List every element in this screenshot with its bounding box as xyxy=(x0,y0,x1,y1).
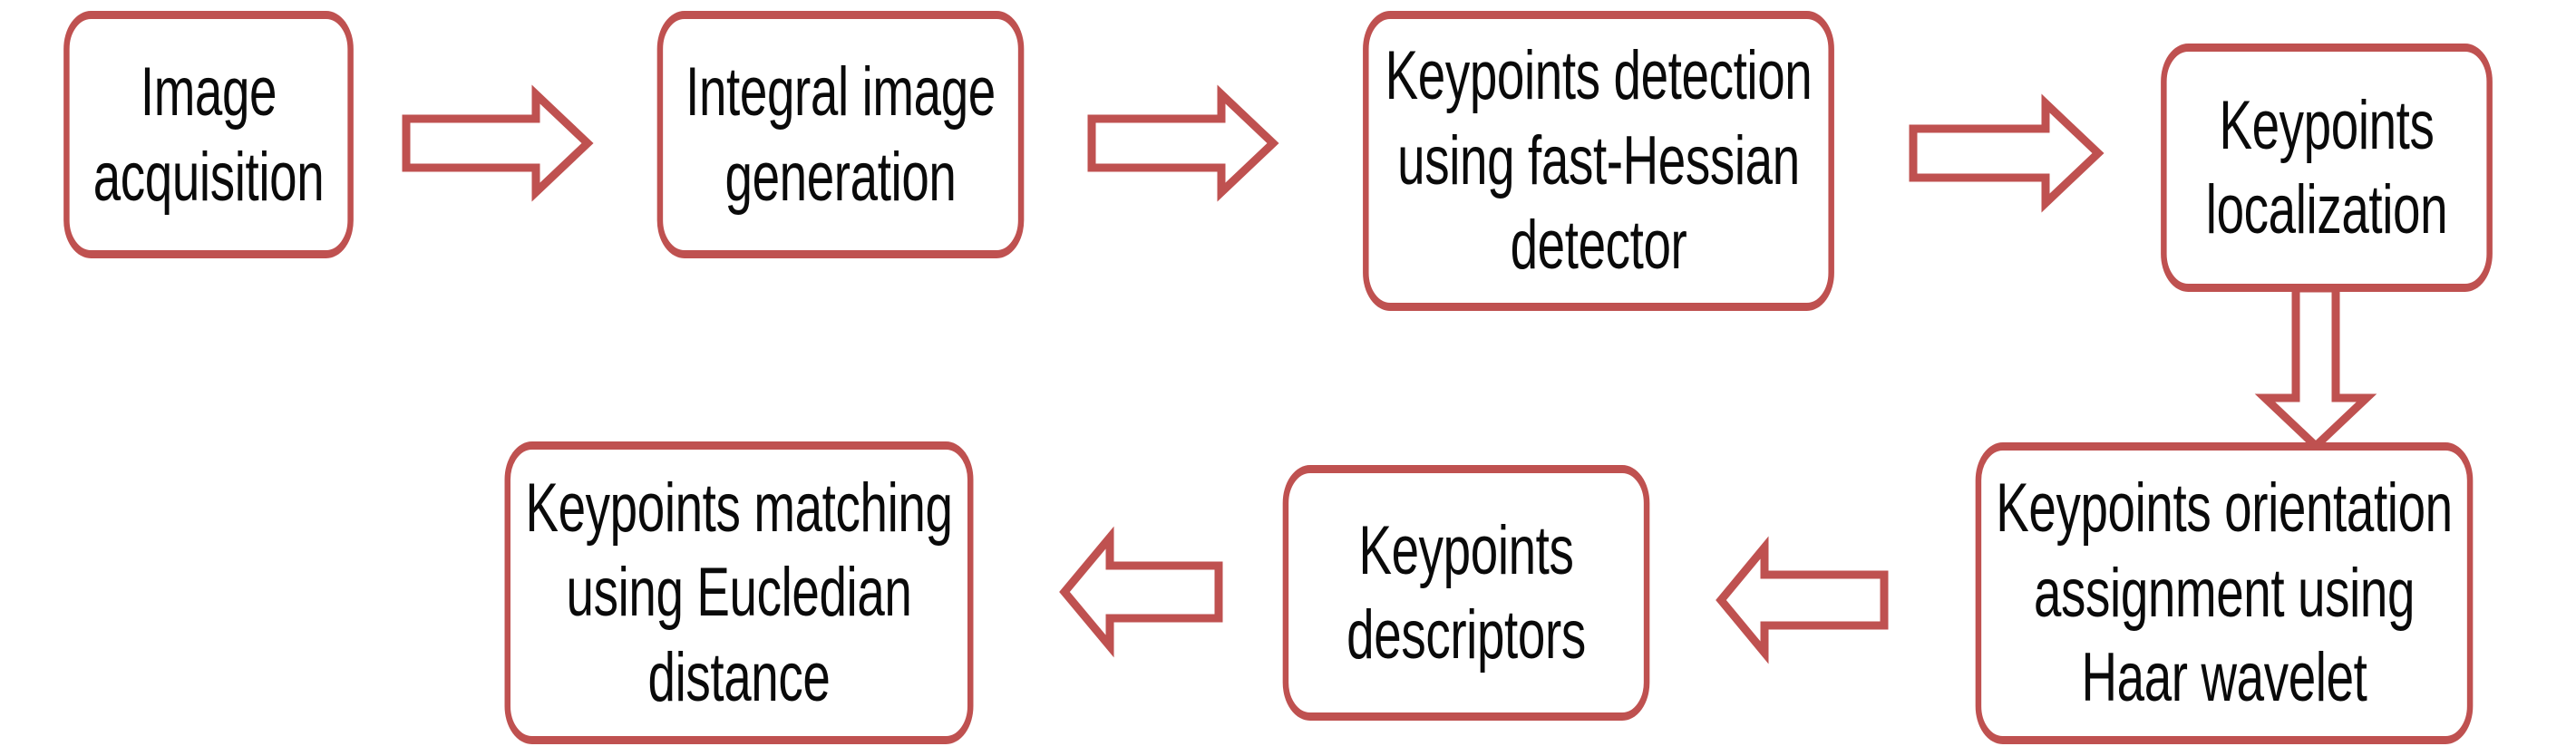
flowchart-arrow-down-localization-to-orientation-assignment xyxy=(2254,284,2377,452)
flowchart-arrow-left-orientation-assignment-to-descriptors xyxy=(1716,536,1889,664)
node-label: Keypoints matching using Eucledian dista… xyxy=(525,469,953,716)
arrow-shape xyxy=(402,84,594,202)
node-label: Image acquisition xyxy=(92,53,325,216)
flowchart-arrow-left-descriptors-to-keypoints-matching xyxy=(1059,526,1223,658)
flowchart-arrow-right-image-acquisition-to-integral-image xyxy=(402,84,594,202)
arrow-shape xyxy=(1716,536,1889,664)
flowchart-node-image-acquisition[interactable]: Image acquisition xyxy=(63,11,354,258)
flowchart-node-keypoints-orientation-assignment[interactable]: Keypoints orientation assignment using H… xyxy=(1975,442,2474,744)
node-label: Keypoints localization xyxy=(2205,86,2448,248)
flowchart-node-keypoints-localization[interactable]: Keypoints localization xyxy=(2161,44,2493,292)
flowchart-node-integral-image-generation[interactable]: Integral image generation xyxy=(656,11,1025,258)
flowchart-node-keypoints-matching[interactable]: Keypoints matching using Eucledian dista… xyxy=(504,441,974,744)
arrow-shape xyxy=(1059,526,1223,658)
node-label: Keypoints descriptors xyxy=(1346,511,1586,674)
flowchart-arrow-right-keypoints-detection-to-localization xyxy=(1909,93,2105,213)
node-label: Keypoints detection using fast-Hessian d… xyxy=(1385,37,1813,285)
node-label: Keypoints orientation assignment using H… xyxy=(1996,470,2453,717)
arrow-shape xyxy=(1087,84,1279,202)
node-label: Integral image generation xyxy=(685,53,996,216)
flowchart-node-keypoints-detection[interactable]: Keypoints detection using fast-Hessian d… xyxy=(1363,11,1834,311)
arrow-shape xyxy=(2254,284,2377,452)
flowchart-arrow-right-integral-image-to-keypoints-detection xyxy=(1087,84,1279,202)
flowchart-node-keypoints-descriptors[interactable]: Keypoints descriptors xyxy=(1282,465,1650,721)
arrow-shape xyxy=(1909,93,2105,213)
